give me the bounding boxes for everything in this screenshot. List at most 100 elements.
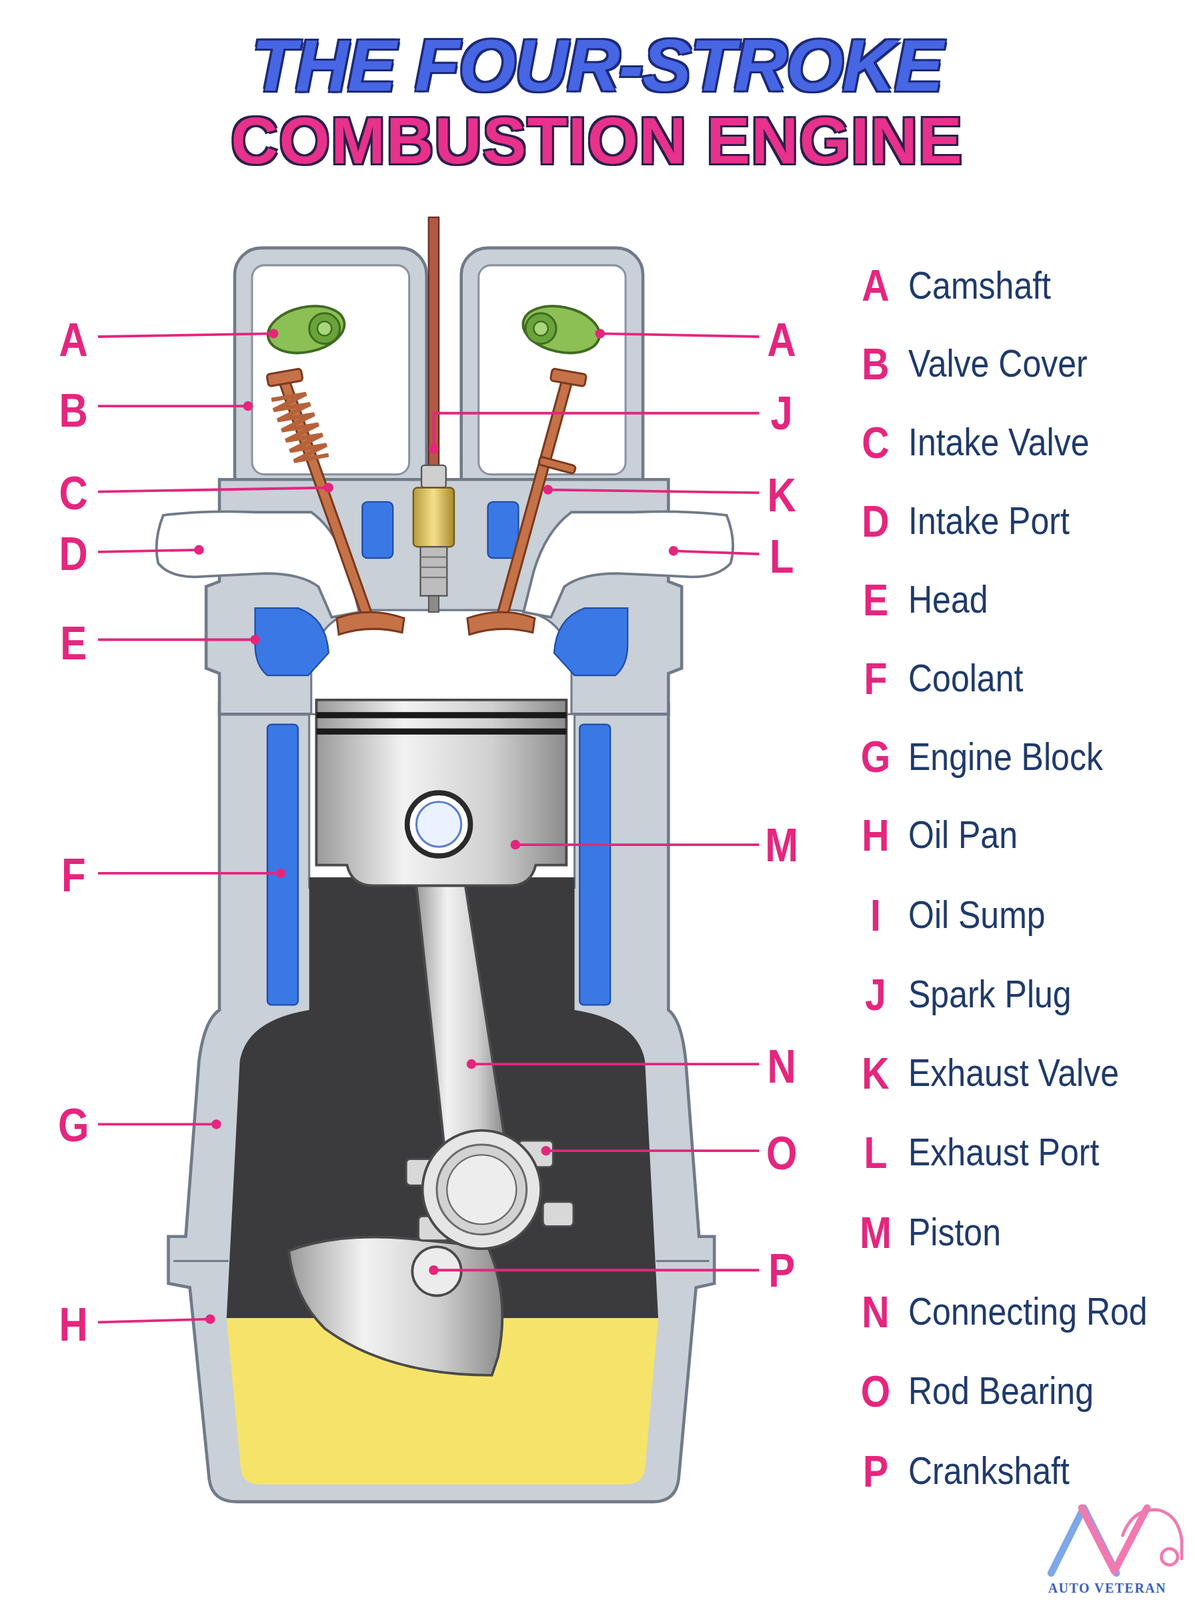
callout-letter: C xyxy=(59,465,89,521)
piston xyxy=(407,792,471,857)
leader-lines xyxy=(98,330,760,1324)
key-letter: F xyxy=(864,652,888,705)
exhaust-port xyxy=(523,511,733,617)
callout-letter: N xyxy=(767,1038,797,1095)
callout-letter: L xyxy=(769,528,795,585)
callout-letter: K xyxy=(767,467,797,523)
exhaust-valve xyxy=(538,456,576,475)
exhaust-valve xyxy=(502,379,568,617)
key-part-name: Intake Port xyxy=(908,499,1070,544)
leader-lines xyxy=(511,841,519,849)
leader-lines xyxy=(276,870,285,878)
intake-valve xyxy=(283,379,367,617)
callout-letter: G xyxy=(58,1098,90,1154)
key-letter: M xyxy=(859,1207,892,1259)
spark-plug xyxy=(420,576,447,579)
callout-letter: P xyxy=(768,1243,795,1299)
key-letter: O xyxy=(860,1366,891,1418)
engine-body xyxy=(656,1260,710,1263)
spark-plug xyxy=(420,556,447,558)
callout-letter: J xyxy=(770,385,793,441)
camshaft xyxy=(317,321,332,336)
camshaft xyxy=(533,321,548,336)
leader-lines xyxy=(542,1147,550,1155)
valve-cover xyxy=(234,248,427,504)
leader-lines xyxy=(212,1120,221,1129)
callout-letter: A xyxy=(767,312,797,368)
valve-cover xyxy=(461,248,643,504)
exhaust-valve xyxy=(467,612,535,635)
camshaft xyxy=(263,299,349,360)
leader-lines xyxy=(244,402,253,411)
key-part-name: Engine Block xyxy=(908,735,1103,780)
watermark-logo xyxy=(1050,1508,1182,1574)
engine-body xyxy=(168,704,715,1503)
callout-letter: F xyxy=(61,848,87,904)
leader-lines xyxy=(670,547,678,555)
spark-plug xyxy=(428,596,439,613)
rod-bearing xyxy=(422,1130,542,1250)
leader-lines xyxy=(596,330,604,338)
key-part-name: Head xyxy=(908,578,989,623)
leader-lines xyxy=(430,1267,438,1275)
intake-valve xyxy=(283,379,367,617)
watermark-logo xyxy=(1161,1549,1178,1566)
leader-lines xyxy=(98,1122,217,1126)
key-letter: J xyxy=(864,969,887,1021)
engine-body xyxy=(168,704,715,1503)
callout-letter: H xyxy=(59,1297,89,1353)
spark-plug xyxy=(413,487,455,547)
leader-lines xyxy=(546,1149,760,1153)
intake-valve xyxy=(266,368,405,635)
leader-lines xyxy=(98,550,200,553)
callout-letter: B xyxy=(59,382,89,439)
intake-valve xyxy=(271,394,329,462)
camshaft xyxy=(525,313,557,345)
coolant xyxy=(579,724,611,1006)
leader-lines xyxy=(548,490,760,494)
coolant xyxy=(554,608,628,676)
key-letter: K xyxy=(861,1048,889,1100)
callout-letter: A xyxy=(59,312,89,368)
key-part-name: Oil Sump xyxy=(908,893,1046,938)
key-letter: N xyxy=(861,1287,889,1339)
leader-lines xyxy=(98,1319,211,1324)
diagram-title: THE FOUR-STROKE COMBUSTION ENGINE xyxy=(107,26,1087,177)
key-letter: E xyxy=(862,574,889,627)
key-part-name: Rod Bearing xyxy=(908,1369,1094,1414)
leader-lines xyxy=(98,487,329,492)
rod-bearing xyxy=(422,1130,542,1250)
exhaust-valve xyxy=(467,368,587,635)
leader-lines xyxy=(468,1060,476,1069)
key-part-name: Spark Plug xyxy=(908,972,1072,1017)
leader-lines xyxy=(206,1315,215,1324)
leader-lines xyxy=(433,1269,759,1272)
key-part-name: Exhaust Valve xyxy=(908,1051,1119,1096)
exhaust-port xyxy=(523,511,733,617)
coolant xyxy=(267,724,299,1006)
exhaust-valve xyxy=(550,368,587,387)
spark-plug xyxy=(421,465,447,489)
leader-lines xyxy=(471,1062,760,1066)
leader-lines xyxy=(251,636,259,644)
leader-lines xyxy=(270,330,278,338)
key-part-name: Crankshaft xyxy=(908,1449,1070,1494)
key-letter: D xyxy=(861,496,889,548)
callout-letter: M xyxy=(764,817,799,873)
intake-valve xyxy=(336,612,405,635)
leader-lines xyxy=(98,872,281,875)
key-letter: P xyxy=(862,1445,889,1498)
leader-lines xyxy=(673,550,760,555)
key-part-name: Oil Pan xyxy=(908,813,1018,858)
key-letter: I xyxy=(870,889,881,941)
rod-bearing xyxy=(446,1154,517,1225)
leader-lines xyxy=(433,413,759,450)
leader-lines xyxy=(515,843,760,847)
key-part-name: Coolant xyxy=(908,656,1023,701)
piston xyxy=(316,712,567,719)
leader-lines xyxy=(98,333,274,337)
callout-letter: E xyxy=(60,615,87,671)
crankshaft xyxy=(288,1237,503,1376)
callout-letter: D xyxy=(59,526,89,583)
